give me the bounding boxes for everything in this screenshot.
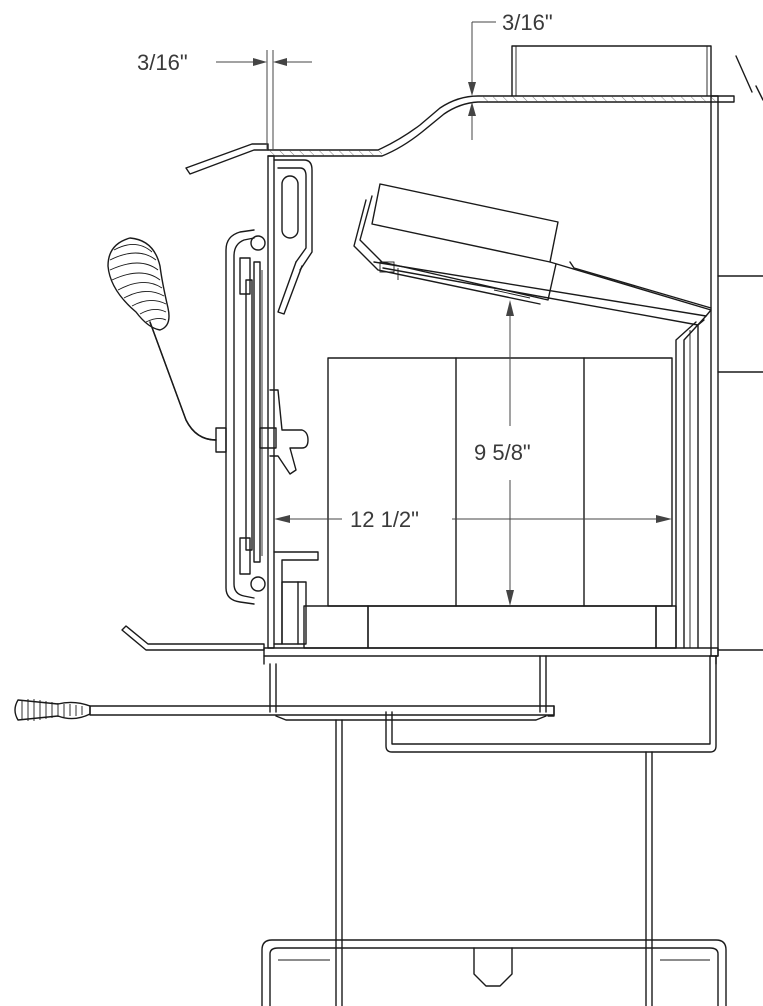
- coil-grip-icon: [107, 237, 170, 331]
- dimension-firebox-depth: 12 1/2": [274, 504, 672, 534]
- flue-collar: [511, 45, 712, 97]
- bottom-plate: [263, 647, 719, 665]
- top-plate: [267, 55, 763, 157]
- right-wall: [710, 95, 763, 657]
- baffle-assembly: [353, 183, 712, 326]
- ash-pan-housing: [269, 655, 717, 753]
- pedestal: [335, 719, 653, 1006]
- shaker-rod[interactable]: [14, 699, 555, 721]
- floor-bricks: [303, 605, 677, 649]
- dimension-label-top-gap: 3/16": [502, 10, 553, 35]
- door-handle[interactable]: [107, 237, 217, 441]
- dimension-top-gap: 3/16": [468, 10, 553, 140]
- door-latch[interactable]: [259, 389, 309, 475]
- rod-coil-grip-icon: [14, 699, 91, 721]
- dimension-label-glass-gap: 3/16": [137, 50, 188, 75]
- dimension-firebox-height: 9 5/8": [474, 300, 531, 606]
- front-frame: [267, 155, 319, 649]
- ash-lip: [121, 625, 265, 651]
- dimension-glass-gap: 3/16": [137, 50, 312, 150]
- door: [215, 229, 266, 605]
- dimension-label-firebox-depth: 12 1/2": [350, 507, 419, 532]
- rear-inner-wall: [675, 315, 707, 649]
- top-deflector: [185, 143, 269, 175]
- firebricks: [327, 357, 673, 607]
- dimension-label-firebox-height: 9 5/8": [474, 440, 531, 465]
- base: [261, 939, 727, 1006]
